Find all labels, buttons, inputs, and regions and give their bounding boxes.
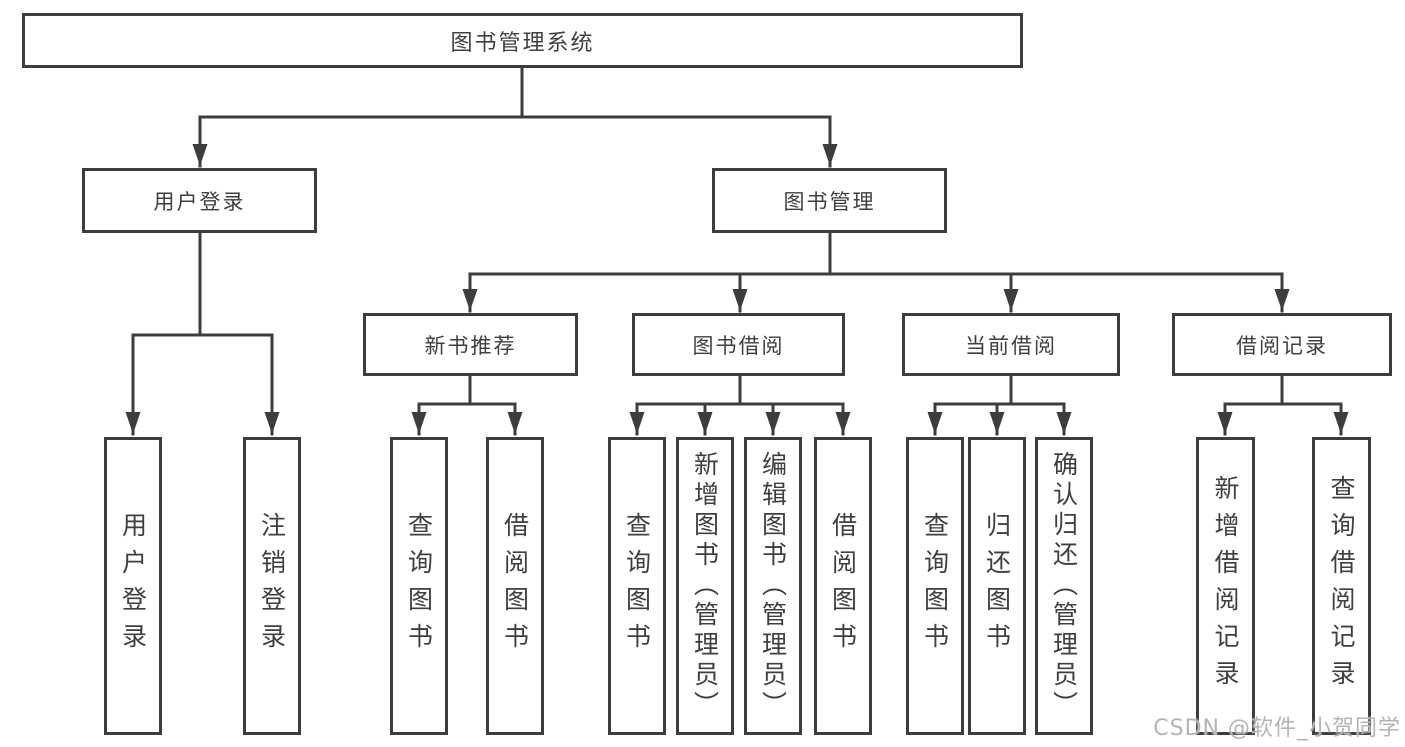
edge-user-login-spine <box>131 231 274 337</box>
leaf-borrow-query-books: 查询图书 <box>608 437 666 735</box>
node-book-borrow: 图书借阅 <box>632 313 845 376</box>
leaf-current-return-books: 归还图书 <box>968 437 1026 735</box>
node-library-system-label: 图书管理系统 <box>450 30 595 56</box>
node-borrow-records-label: 借阅记录 <box>1236 333 1328 358</box>
leaf-borrow-edit-books-admin: 编辑图书（管理员） <box>744 437 802 735</box>
edge-borrow-records-spine <box>1223 374 1343 406</box>
node-new-book-recommend-label: 新书推荐 <box>424 333 517 358</box>
leaf-newbook-borrow-books-label: 借阅图书 <box>500 512 530 660</box>
leaf-current-confirm-return-admin-label: 确认归还（管理员） <box>1049 451 1079 721</box>
leaf-current-confirm-return-admin: 确认归还（管理员） <box>1035 437 1093 735</box>
edge-root-spine <box>198 66 832 119</box>
leaf-borrow-query-books-label: 查询图书 <box>622 512 652 660</box>
watermark: CSDN @软件_小贺同学 <box>1153 716 1401 741</box>
leaf-borrow-borrow-books-label: 借阅图书 <box>828 512 858 660</box>
leaf-borrow-add-books-admin-label: 新增图书（管理员） <box>690 451 720 721</box>
node-new-book-recommend: 新书推荐 <box>363 313 578 376</box>
leaf-borrow-borrow-books: 借阅图书 <box>814 437 872 735</box>
leaf-records-query-record-label: 查询借阅记录 <box>1327 475 1356 697</box>
leaf-records-add-record-label: 新增借阅记录 <box>1211 475 1240 697</box>
leaf-current-query-books-label: 查询图书 <box>920 512 950 660</box>
node-book-management: 图书管理 <box>712 168 947 233</box>
node-user-login-label: 用户登录 <box>153 189 246 214</box>
leaf-user-login: 用户登录 <box>104 437 162 735</box>
leaf-user-login-label: 用户登录 <box>118 512 148 660</box>
leaf-logout-label: 注销登录 <box>257 512 287 660</box>
edge-current-borrow-spine <box>933 374 1066 406</box>
node-book-borrow-label: 图书借阅 <box>692 333 785 358</box>
leaf-newbook-borrow-books: 借阅图书 <box>486 437 544 735</box>
node-book-management-label: 图书管理 <box>783 189 876 214</box>
edge-new-book-spine <box>417 374 517 406</box>
leaf-current-query-books: 查询图书 <box>906 437 964 735</box>
leaf-newbook-query-books: 查询图书 <box>390 437 448 735</box>
leaf-current-return-books-label: 归还图书 <box>982 512 1012 660</box>
leaf-records-add-record: 新增借阅记录 <box>1196 437 1255 735</box>
leaf-records-query-record: 查询借阅记录 <box>1312 437 1371 735</box>
node-user-login: 用户登录 <box>82 168 317 233</box>
leaf-borrow-edit-books-admin-label: 编辑图书（管理员） <box>758 451 788 721</box>
leaf-logout: 注销登录 <box>243 437 301 735</box>
node-borrow-records: 借阅记录 <box>1172 313 1392 376</box>
edge-book-borrow-spine <box>635 374 845 406</box>
edge-book-mgmt-spine <box>468 231 1284 276</box>
node-current-borrow-label: 当前借阅 <box>965 333 1057 358</box>
leaf-borrow-add-books-admin: 新增图书（管理员） <box>676 437 734 735</box>
node-library-system: 图书管理系统 <box>22 13 1023 68</box>
node-current-borrow: 当前借阅 <box>902 313 1120 376</box>
leaf-newbook-query-books-label: 查询图书 <box>404 512 434 660</box>
